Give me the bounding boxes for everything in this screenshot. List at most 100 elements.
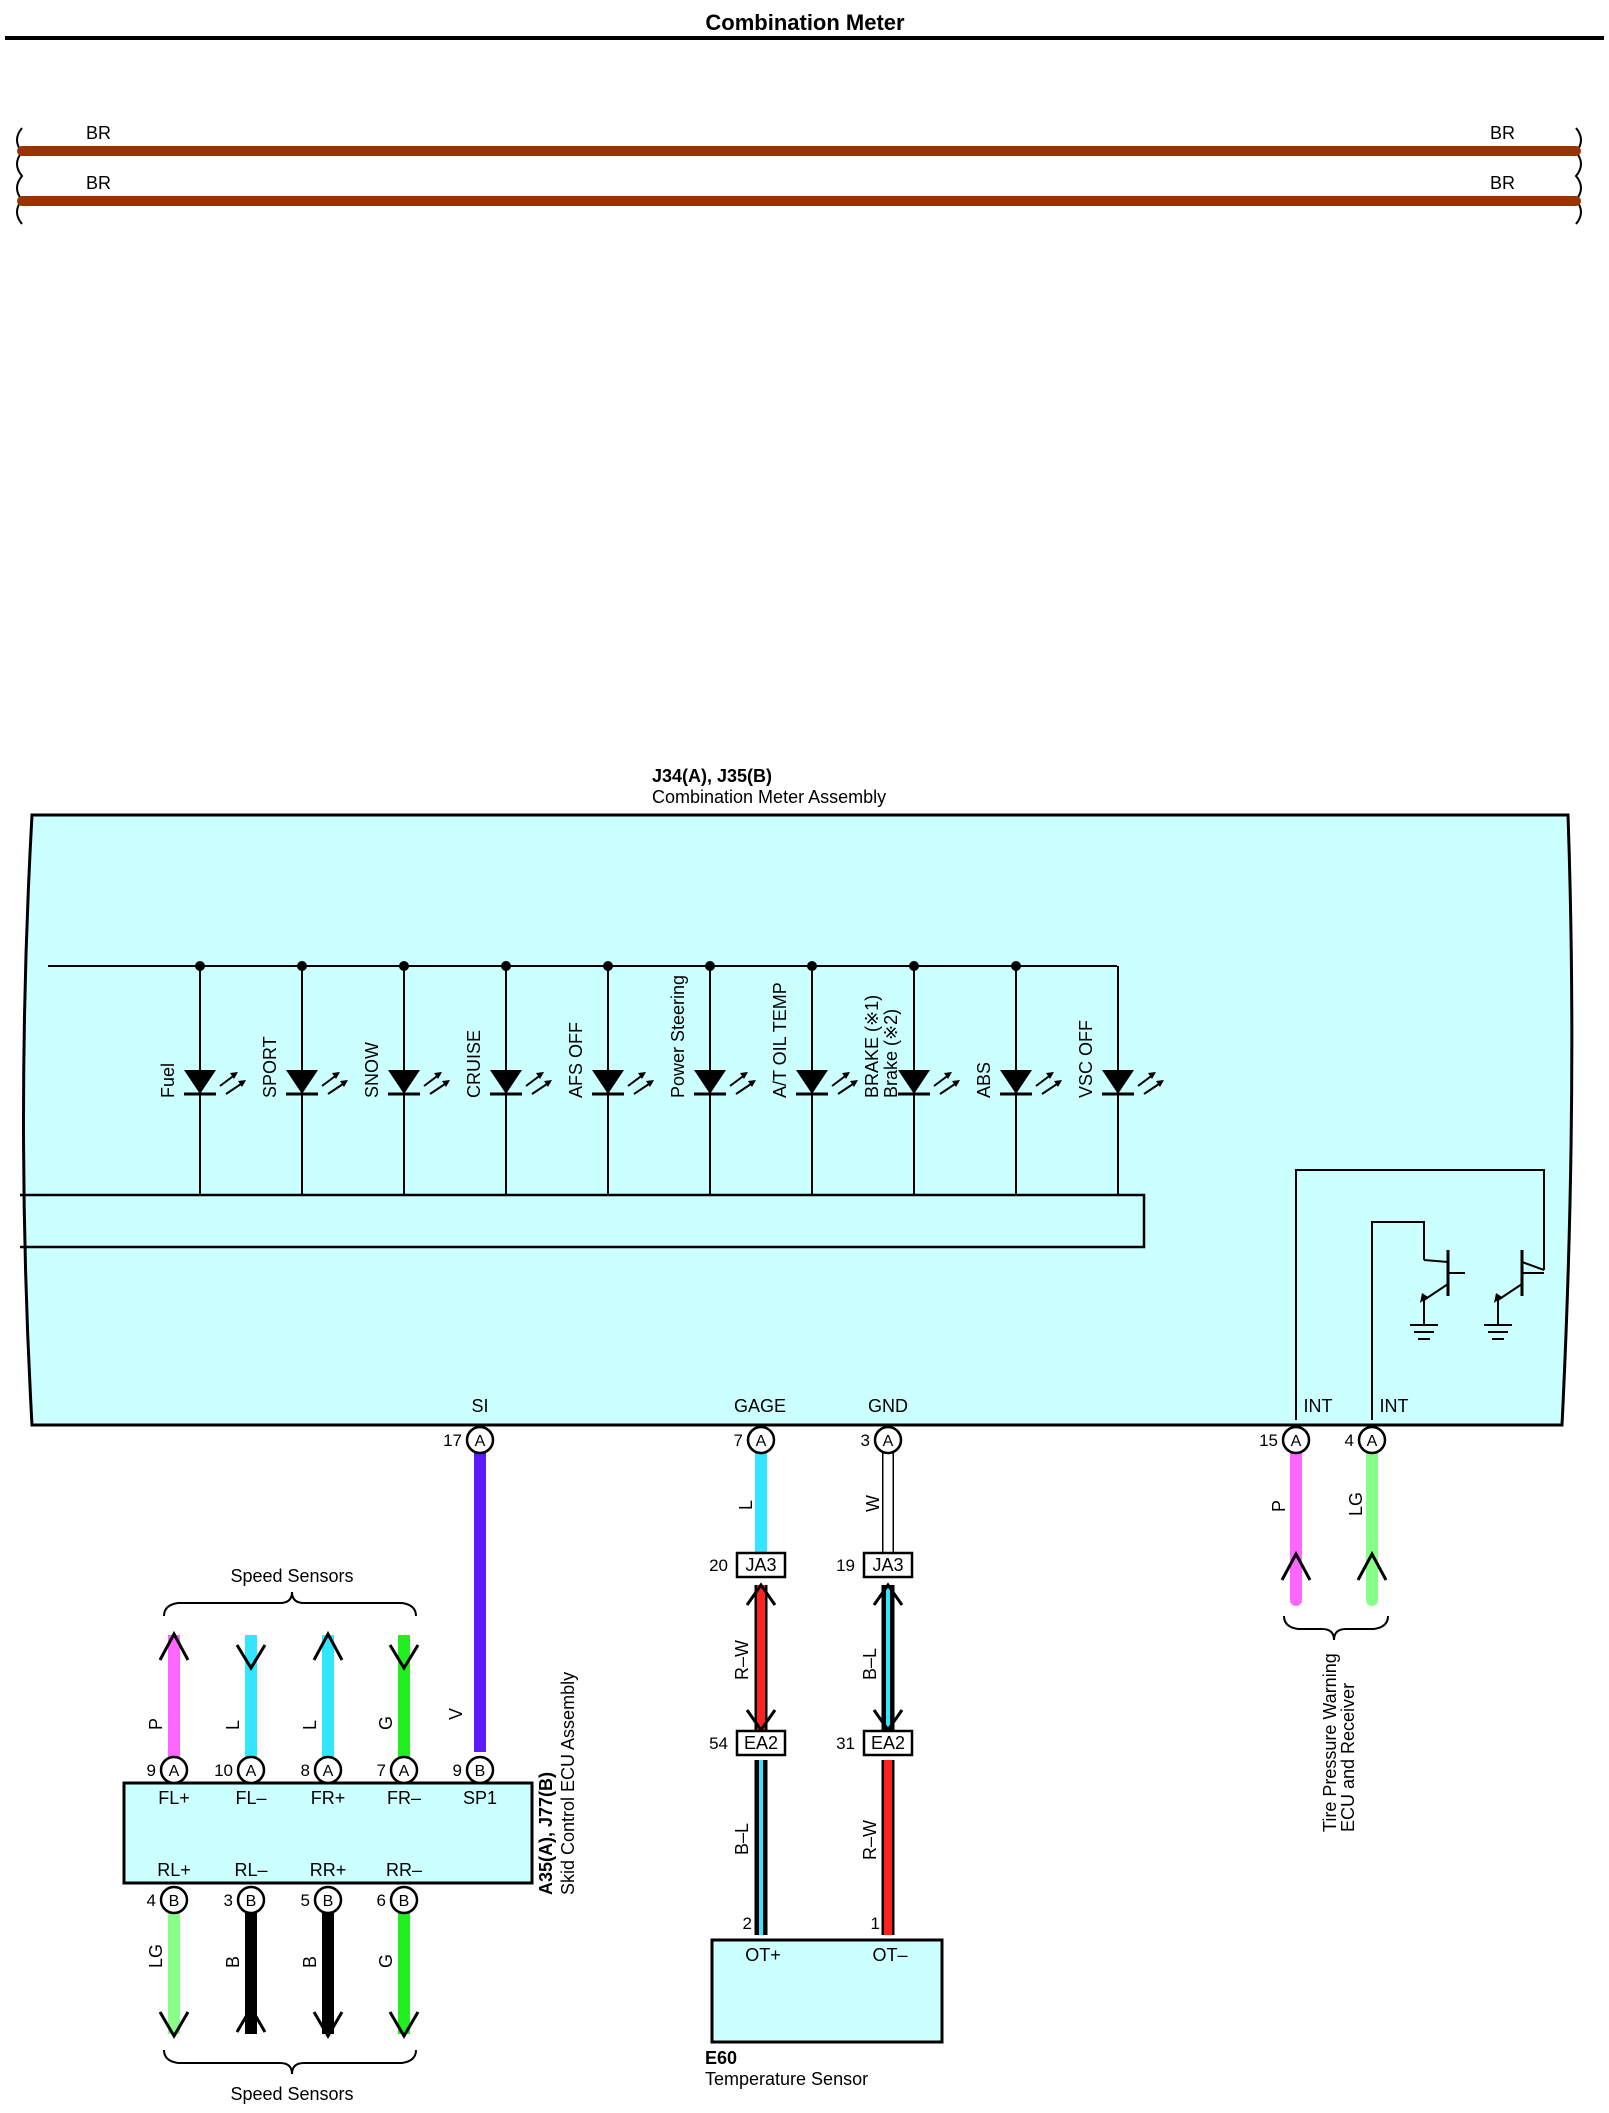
speed-sensors-label-top: Speed Sensors [230, 1566, 353, 1586]
skid-ecu-terminal-name: FL– [235, 1788, 266, 1808]
indicator-led: AFS OFF [566, 961, 654, 1195]
page-title: Combination Meter [705, 10, 905, 35]
skid-ecu-terminal-name: RL– [234, 1860, 267, 1880]
temp-sensor-name-label: Temperature Sensor [705, 2069, 868, 2089]
ja3-pin-20: 20 [709, 1556, 728, 1575]
meter-pin-number: 3 [861, 1431, 870, 1450]
wire-label-lg: LG [1346, 1492, 1366, 1516]
skid-ecu-pin-circle: B [159, 1885, 189, 1915]
indicator-label: SPORT [260, 1036, 280, 1098]
svg-text:A: A [399, 1763, 410, 1780]
meter-pin-number: 4 [1345, 1431, 1354, 1450]
skid-ecu-terminal-name: FL+ [158, 1788, 190, 1808]
indicator-label: Brake (※2) [881, 1009, 901, 1098]
skid-ecu-pin-number: 10 [214, 1761, 233, 1780]
terminal-gage: GAGE [734, 1396, 786, 1416]
arrow-down [388, 1644, 420, 1671]
speed-sensors-label-bottom: Speed Sensors [230, 2084, 353, 2104]
indicator-led: Fuel [158, 961, 246, 1195]
indicator-led: Power Steering [668, 961, 756, 1195]
temp-pin-2: 2 [743, 1914, 752, 1933]
indicator-led: BRAKE (※1)Brake (※2) [862, 961, 960, 1195]
indicator-label: Power Steering [668, 975, 688, 1098]
right-break-mark [1574, 127, 1582, 225]
wire-label-b-l-upper: B–L [860, 1648, 880, 1680]
svg-text:A: A [246, 1763, 257, 1780]
indicator-label: Fuel [158, 1063, 178, 1098]
skid-ecu-pin-circle: B [465, 1755, 495, 1785]
indicator-label: VSC OFF [1076, 1020, 1096, 1098]
indicator-label: BRAKE (※1) [862, 995, 882, 1098]
continuation-wires: BR BR BR BR [16, 123, 1582, 225]
skid-ecu-terminal-name: RR+ [310, 1860, 347, 1880]
meter-connector-label: J34(A), J35(B) [652, 766, 772, 786]
svg-text:A: A [756, 1433, 767, 1450]
indicator-led: CRUISE [464, 961, 552, 1195]
speed-wire-label: G [376, 1716, 396, 1730]
wire-label-w: W [863, 1495, 883, 1512]
svg-text:B: B [475, 1763, 486, 1780]
speed-wire-label: B [223, 1956, 243, 1968]
terminal-si: SI [471, 1396, 488, 1416]
wire-label-br-left-1: BR [86, 123, 111, 143]
meter-pin-circle: A [465, 1425, 495, 1455]
wire-label-p: P [1269, 1500, 1289, 1512]
skid-ecu-pin-circle: B [236, 1885, 266, 1915]
wire-color-labels: V L W P LG R–W B–L B–L R–W [446, 1492, 1366, 1860]
svg-text:B: B [399, 1893, 410, 1910]
arrow-up [235, 2005, 267, 2033]
wire-r-w-left [745, 1582, 777, 1733]
indicator-label: SNOW [362, 1042, 382, 1098]
tpms-arrows [1280, 1550, 1388, 1581]
arrow-down [388, 2011, 420, 2039]
temp-terminal-ot-plus: OT+ [745, 1945, 781, 1965]
indicator-led: SPORT [260, 961, 348, 1195]
meter-name-label: Combination Meter Assembly [652, 787, 886, 807]
wire-label-v: V [446, 1708, 466, 1720]
ja3-label-19: JA3 [872, 1555, 903, 1575]
indicator-label: ABS [974, 1062, 994, 1098]
skid-control-ecu: A35(A), J77(B) Skid Control ECU Assembly… [122, 1566, 578, 2104]
skid-ecu-terminal-name: FR– [387, 1788, 421, 1808]
terminal-int-15: INT [1304, 1396, 1333, 1416]
speed-wire-label: L [300, 1720, 320, 1730]
speed-wire-label: P [146, 1718, 166, 1730]
indicator-label: A/T OIL TEMP [770, 982, 790, 1098]
left-break-mark [16, 127, 24, 225]
skid-ecu-pin-number: 9 [453, 1761, 462, 1780]
transistor-2 [1484, 1250, 1545, 1340]
skid-ecu-terminal-name: FR+ [311, 1788, 346, 1808]
temp-pin-1: 1 [871, 1914, 880, 1933]
tpms-brace [1283, 1615, 1389, 1641]
speed-wire-label: G [376, 1954, 396, 1968]
combination-meter-assembly: J34(A), J35(B) Combination Meter Assembl… [20, 766, 1574, 1427]
skid-ecu-pin-number: 3 [224, 1891, 233, 1910]
svg-text:A: A [1367, 1433, 1378, 1450]
speed-sensors-brace-bottom [163, 2049, 417, 2075]
temperature-sensor: OT+ OT– 2 1 E60 Temperature Sensor [705, 1914, 944, 2089]
indicator-driver-block [20, 1193, 1146, 1249]
ja3-connector-20 [735, 1551, 787, 1579]
meter-pin-circle: A [1281, 1425, 1311, 1455]
junction-wires [745, 1582, 904, 1935]
meter-pin-circle: A [873, 1425, 903, 1455]
svg-text:A: A [883, 1433, 894, 1450]
meter-pin-number: 15 [1259, 1431, 1278, 1450]
temp-terminal-ot-minus: OT– [872, 1945, 907, 1965]
ea2-connector-31 [862, 1729, 914, 1757]
ja3-connector-19 [862, 1551, 914, 1579]
speed-sensors-brace-top [163, 1591, 417, 1617]
arrow-down [158, 2011, 190, 2039]
wire-label-br-left-2: BR [86, 173, 111, 193]
skid-ecu-pin-circle: A [236, 1755, 266, 1785]
skid-ecu-terminal-name: RL+ [157, 1860, 191, 1880]
svg-text:B: B [246, 1893, 257, 1910]
ea2-label-54: EA2 [744, 1733, 778, 1753]
speed-wire-label: LG [146, 1944, 166, 1968]
skid-ecu-pin-circle: B [389, 1885, 419, 1915]
indicator-led: SNOW [362, 961, 450, 1195]
wire-label-br-right-1: BR [1490, 123, 1515, 143]
temp-sensor-box [710, 1938, 944, 2044]
